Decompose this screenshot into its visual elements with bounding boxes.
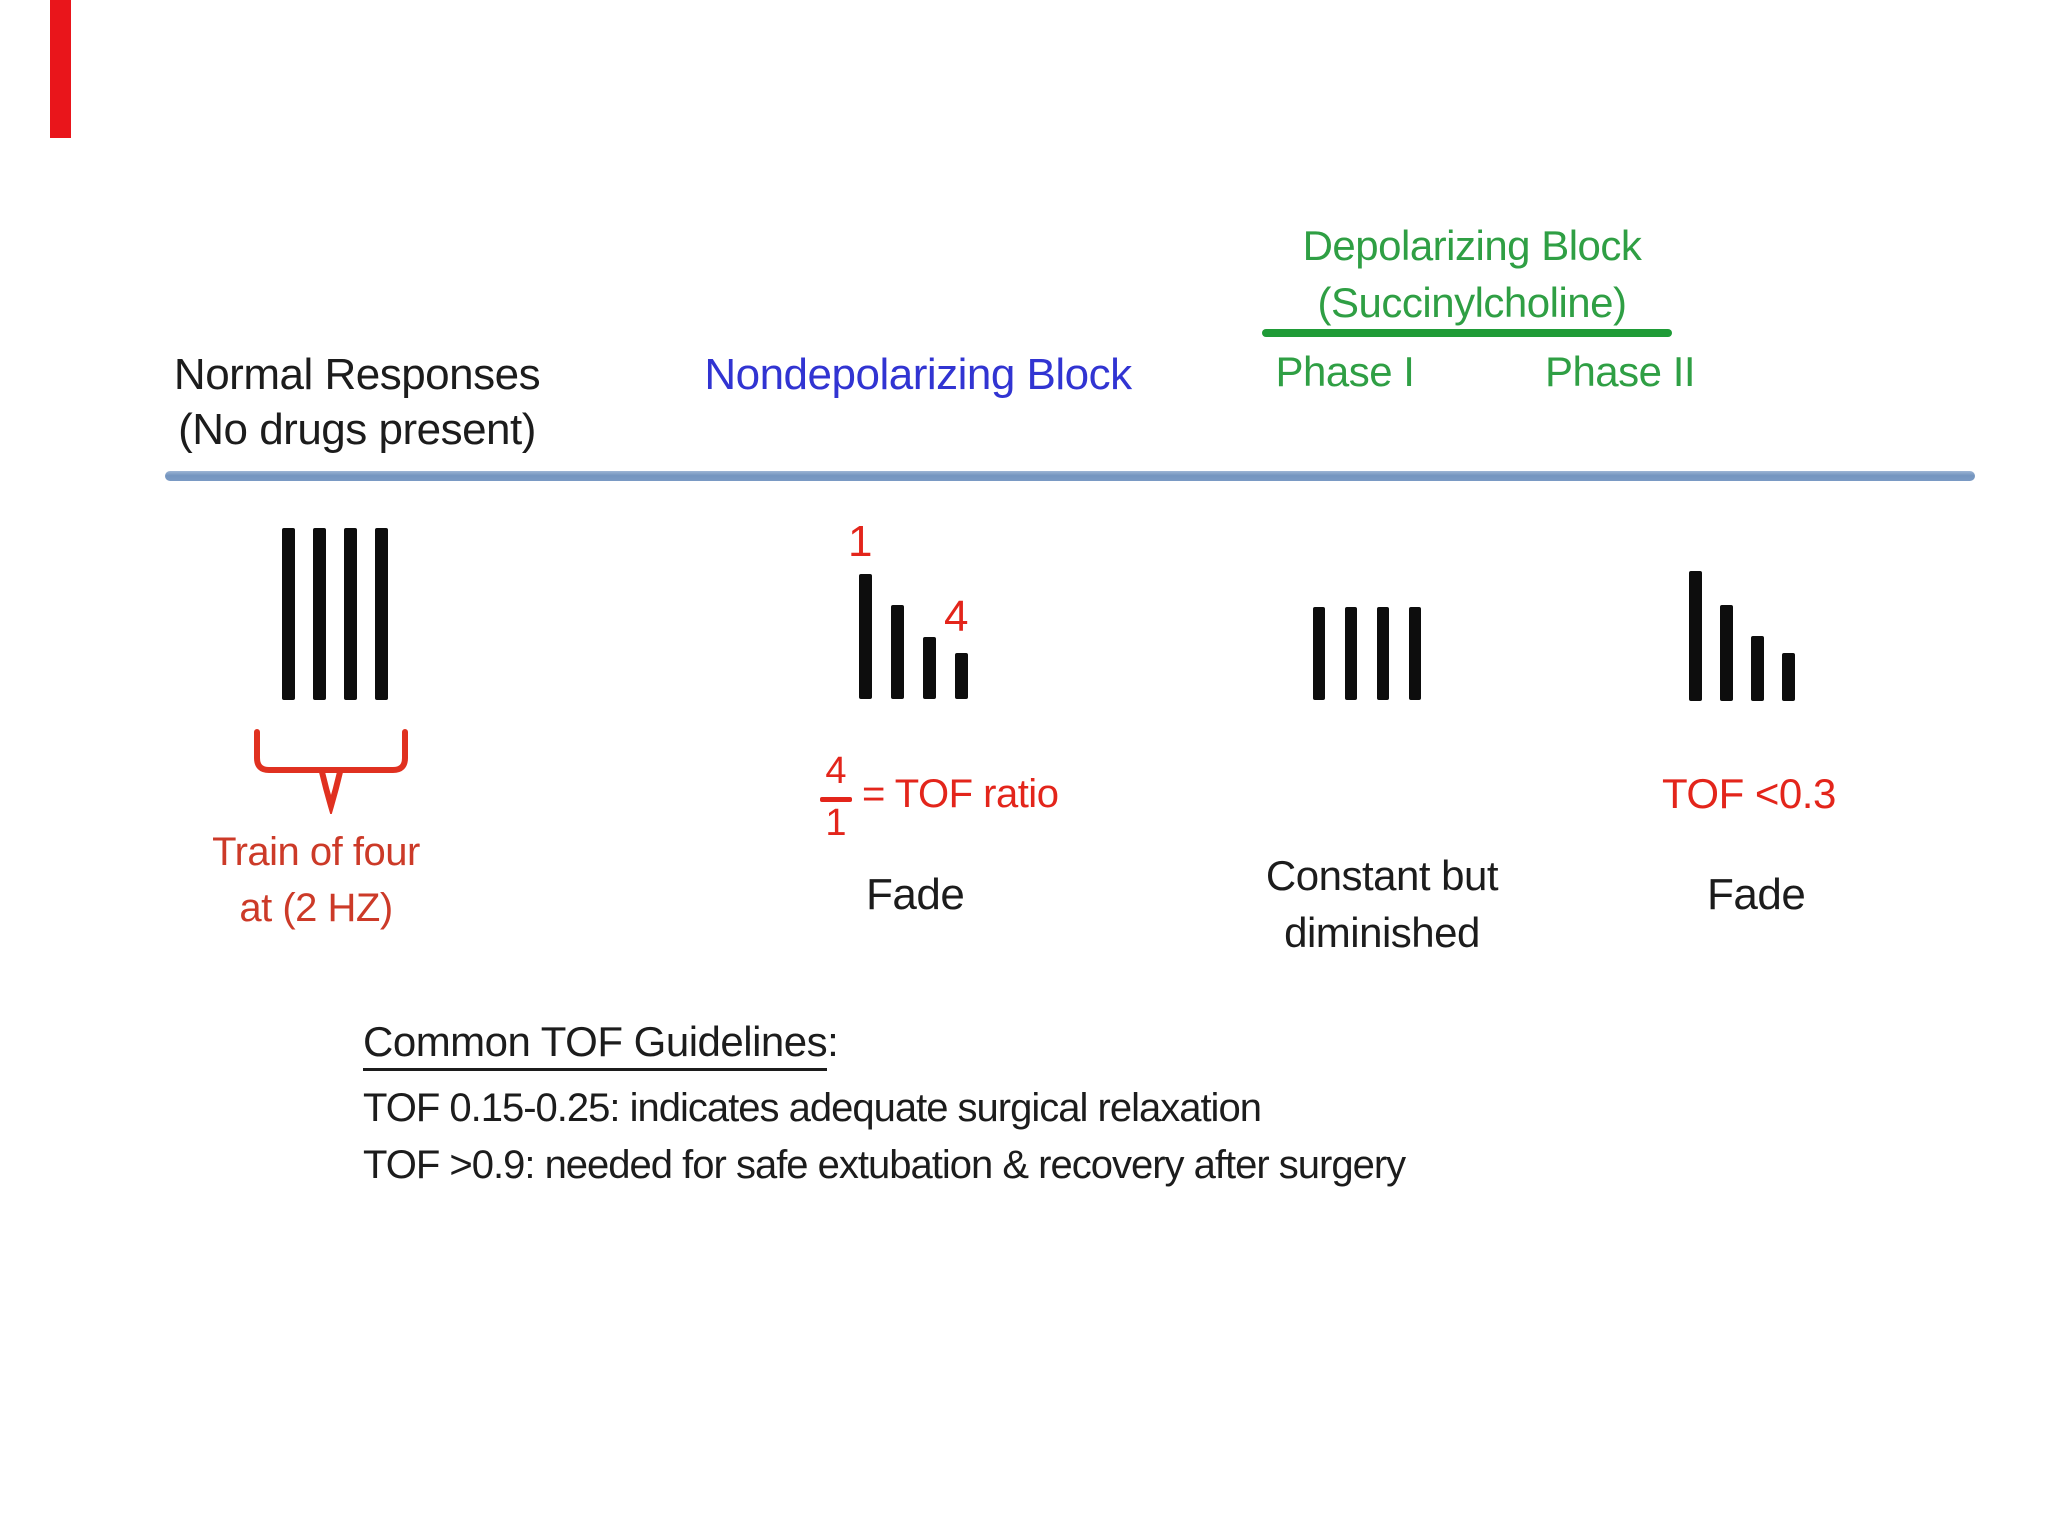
tof-ratio-equation: = TOF ratio <box>862 772 1059 816</box>
twitch-bar <box>859 574 872 699</box>
twitch-4-number: 4 <box>944 592 969 641</box>
twitch-bar <box>1313 607 1325 700</box>
twitch-bar <box>282 528 295 700</box>
phase-2-label: Phase II <box>1544 348 1696 395</box>
depolarizing-line2: (Succinylcholine) <box>1317 279 1627 326</box>
twitch-bar <box>1720 605 1733 701</box>
twitch-bar <box>1377 607 1389 700</box>
fade-label-phase2: Fade <box>1707 870 1806 919</box>
normal-responses-line1: Normal Responses <box>173 350 541 399</box>
twitch-bar <box>955 653 968 699</box>
normal-responses-line2: (No drugs present) <box>178 405 536 454</box>
constant-line2: diminished <box>1284 909 1480 956</box>
train-of-four-line1: Train of four <box>212 830 420 874</box>
phase2-twitch-group <box>1689 571 1795 701</box>
guidelines-heading-text: Common TOF Guidelines <box>363 1018 828 1071</box>
fade-label-nondepolarizing: Fade <box>866 870 965 919</box>
nondepolarizing-block-header: Nondepolarizing Block <box>704 350 1132 399</box>
guidelines-heading-colon: : <box>827 1018 839 1065</box>
guideline-line2: TOF >0.9: needed for safe extubation & r… <box>363 1143 1406 1187</box>
normal-responses-header: Normal Responses (No drugs present) <box>157 347 557 457</box>
header-divider-line <box>165 471 1975 481</box>
guidelines-heading: Common TOF Guidelines: <box>363 1018 839 1071</box>
tof-ratio-denominator: 1 <box>825 802 847 844</box>
tof-less-03-label: TOF <0.3 <box>1662 770 1836 817</box>
twitch-bar <box>1409 607 1421 700</box>
tof-ratio-numerator: 4 <box>825 750 847 792</box>
constant-line1: Constant but <box>1265 852 1499 899</box>
depolarizing-underline <box>1262 329 1672 337</box>
twitch-bar <box>1751 636 1764 701</box>
twitch-bar <box>1782 653 1795 701</box>
red-marker-bar <box>50 0 71 138</box>
nondepolarizing-twitch-group <box>859 574 968 699</box>
depolarizing-line1: Depolarizing Block <box>1302 222 1642 269</box>
normal-twitch-group <box>282 528 388 700</box>
train-of-four-line2: at (2 HZ) <box>239 886 393 930</box>
depolarizing-block-header: Depolarizing Block (Succinylcholine) <box>1292 217 1652 331</box>
phase1-twitch-group <box>1313 607 1421 700</box>
guideline-line1: TOF 0.15-0.25: indicates adequate surgic… <box>363 1086 1262 1130</box>
train-of-four-brace <box>254 729 408 814</box>
twitch-1-number: 1 <box>848 517 873 566</box>
twitch-bar <box>923 637 936 699</box>
twitch-bar <box>1689 571 1702 701</box>
twitch-bar <box>1345 607 1357 700</box>
constant-but-diminished-label: Constant but diminished <box>1262 847 1502 961</box>
train-of-four-caption: Train of four at (2 HZ) <box>196 824 436 936</box>
twitch-bar <box>891 605 904 699</box>
phase-1-label: Phase I <box>1275 348 1415 395</box>
tof-ratio-fraction-bar <box>820 797 852 802</box>
twitch-bar <box>344 528 357 700</box>
twitch-bar <box>375 528 388 700</box>
twitch-bar <box>313 528 326 700</box>
